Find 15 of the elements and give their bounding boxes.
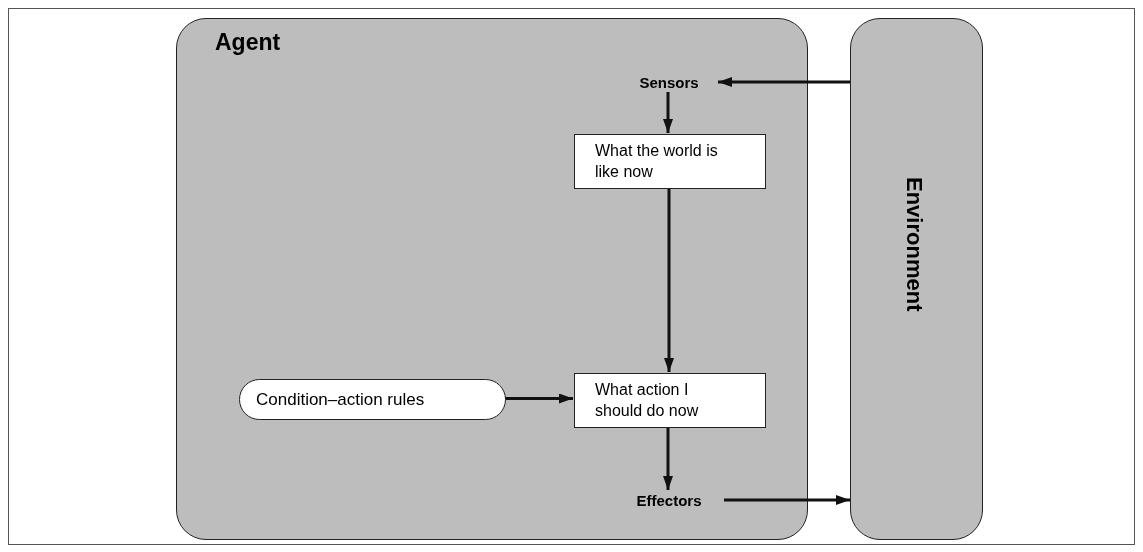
effectors-label: Effectors <box>613 491 725 511</box>
panel-title: Environment <box>901 177 927 312</box>
panel-title: Agent <box>215 29 281 56</box>
process-box: What the world is like now <box>574 134 766 189</box>
arrow <box>505 393 573 404</box>
process-box: What action I should do now <box>574 373 766 428</box>
agent-panel <box>176 18 808 540</box>
arrow <box>718 77 850 87</box>
arrow <box>663 92 673 133</box>
rules-box: Condition–action rules <box>239 379 506 420</box>
arrow <box>663 427 673 490</box>
environment-panel <box>850 18 983 540</box>
arrow <box>664 188 674 372</box>
sensors-label: Sensors <box>619 73 719 93</box>
arrow <box>724 495 850 505</box>
